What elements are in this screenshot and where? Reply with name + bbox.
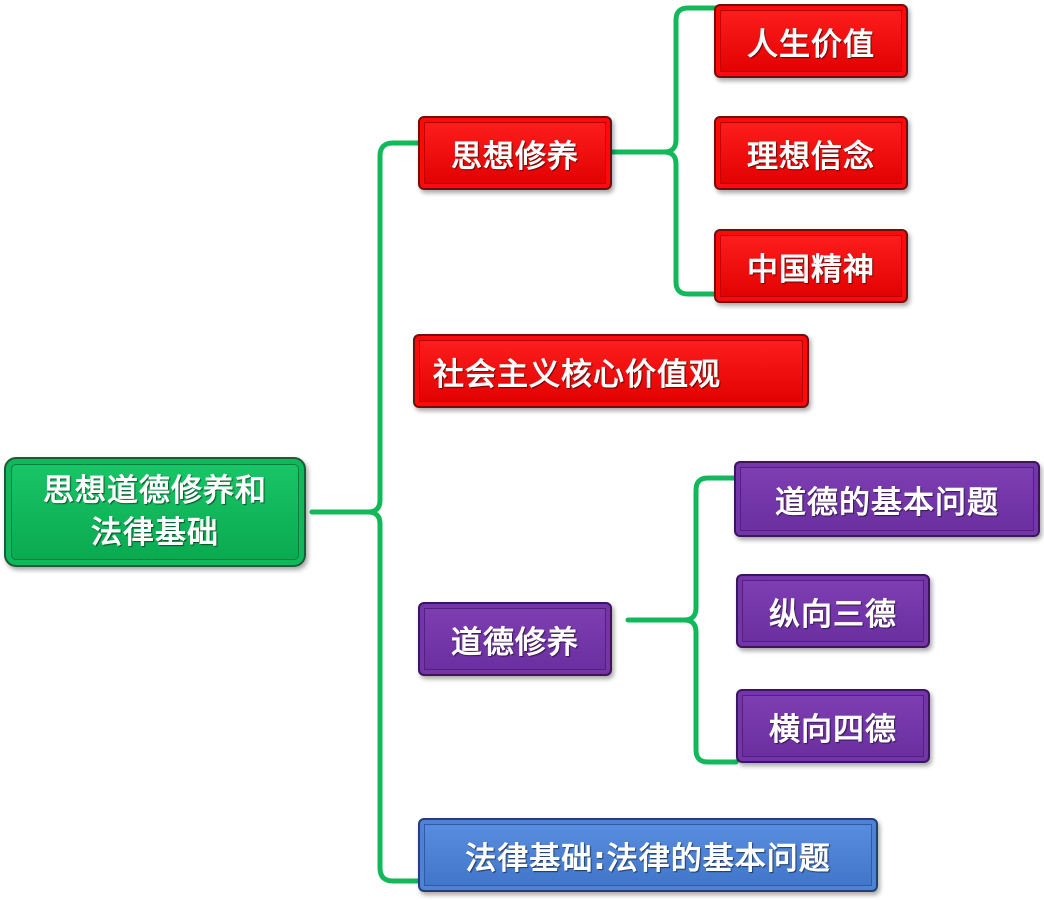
root-bracket-lower bbox=[377, 521, 421, 884]
root-node[interactable]: 思想道德修养和法律基础 bbox=[4, 457, 306, 567]
sixiang-child-node[interactable]: 中国精神 bbox=[714, 229, 908, 303]
branch-hexin-label: 社会主义核心价值观 bbox=[433, 356, 721, 393]
daode-child-label: 道德的基本问题 bbox=[775, 484, 999, 521]
root-node-label: 思想道德修养和法律基础 bbox=[43, 473, 267, 551]
sixiang-child-label: 人生价值 bbox=[747, 26, 875, 63]
daode-child-label: 纵向三德 bbox=[769, 596, 897, 633]
daode-child-node[interactable]: 纵向三德 bbox=[736, 574, 930, 648]
daode-child-node[interactable]: 横向四德 bbox=[736, 689, 930, 763]
branch-daode-label: 道德修养 bbox=[451, 624, 579, 661]
branch-sixiang-label: 思想修养 bbox=[451, 138, 579, 175]
daode-bracket-lower bbox=[681, 617, 739, 765]
root-bracket bbox=[309, 140, 421, 515]
branch-falv-node[interactable]: 法律基础:法律的基本问题 bbox=[418, 818, 878, 892]
sixiang-child-label: 理想信念 bbox=[747, 138, 875, 175]
sixiang-child-node[interactable]: 人生价值 bbox=[714, 4, 908, 78]
daode-child-node[interactable]: 道德的基本问题 bbox=[734, 461, 1040, 537]
sixiang-child-label: 中国精神 bbox=[747, 251, 875, 288]
sixiang-bracket-lower bbox=[661, 149, 719, 297]
branch-hexin-node[interactable]: 社会主义核心价值观 bbox=[413, 334, 809, 408]
branch-falv-label: 法律基础:法律的基本问题 bbox=[465, 840, 831, 877]
sixiang-child-node[interactable]: 理想信念 bbox=[714, 116, 908, 190]
sixiang-bracket bbox=[609, 5, 719, 155]
branch-sixiang-node[interactable]: 思想修养 bbox=[418, 116, 612, 190]
branch-daode-node[interactable]: 道德修养 bbox=[418, 602, 612, 676]
daode-bracket bbox=[625, 475, 739, 623]
daode-child-label: 横向四德 bbox=[769, 711, 897, 748]
root-bracket-tip bbox=[365, 509, 383, 527]
